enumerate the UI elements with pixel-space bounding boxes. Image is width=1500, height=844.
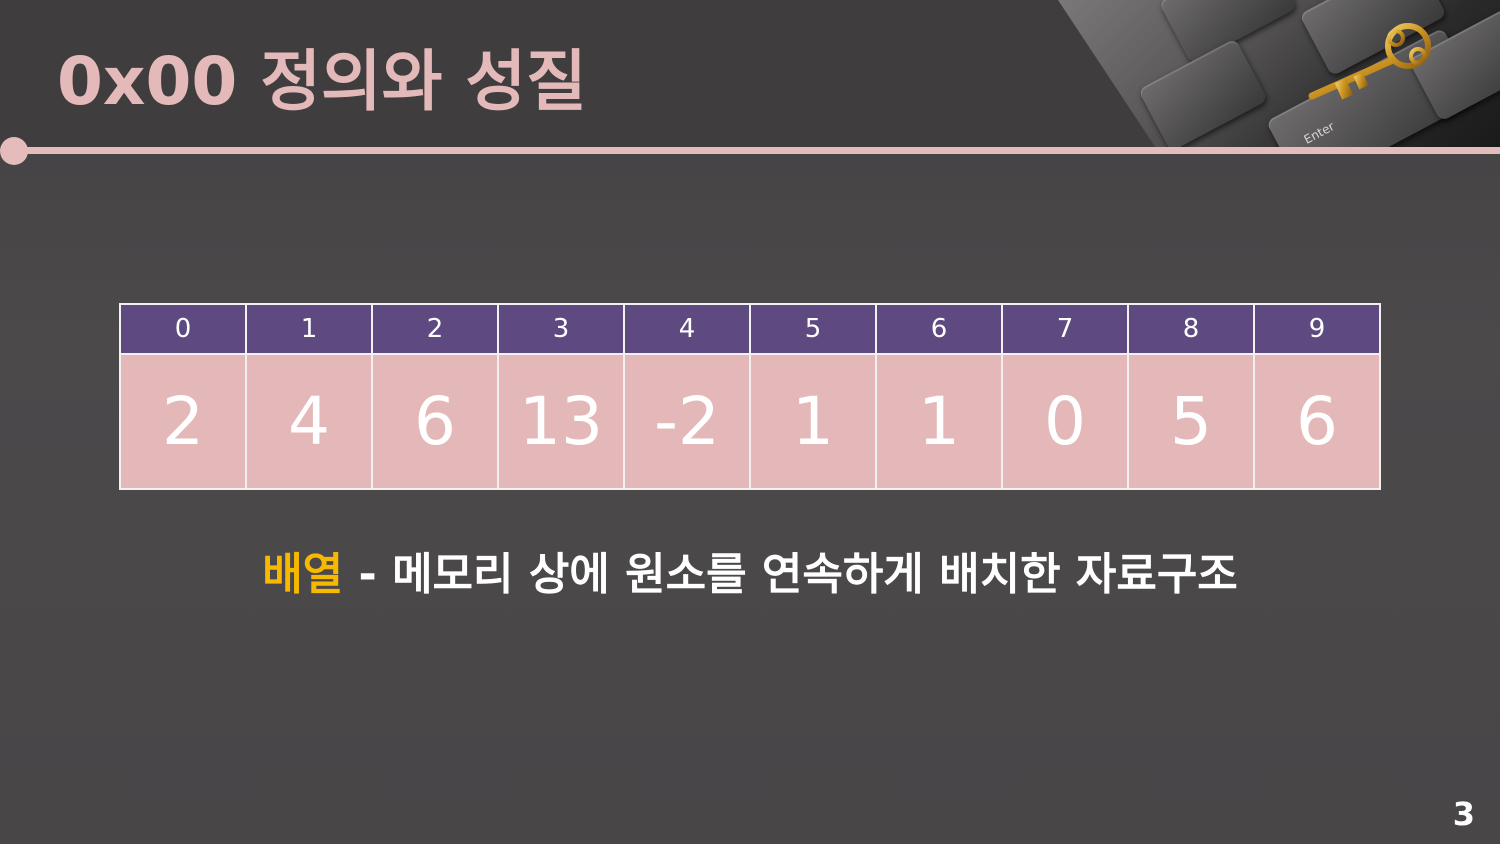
value-cell: 1 xyxy=(875,353,1003,490)
title-rule xyxy=(14,147,1500,154)
definition-caption: 배열 - 메모리 상에 원소를 연속하게 배치한 자료구조 xyxy=(0,538,1500,602)
value-cell: 1 xyxy=(749,353,877,490)
index-cell: 7 xyxy=(1001,303,1129,355)
definition-term: 배열 xyxy=(262,549,344,600)
value-cell: 0 xyxy=(1001,353,1129,490)
page-number: 3 xyxy=(1452,795,1475,833)
index-cell: 0 xyxy=(119,303,247,355)
index-row: 0 1 2 3 4 5 6 7 8 9 xyxy=(119,303,1381,355)
golden-key-icon xyxy=(1308,23,1431,100)
value-cell: 13 xyxy=(497,353,625,490)
keyboard-key xyxy=(1138,38,1268,147)
value-cell: -2 xyxy=(623,353,751,490)
array-table: 0 1 2 3 4 5 6 7 8 9 2 4 6 13 -2 1 1 0 5 … xyxy=(119,303,1381,490)
value-cell: 5 xyxy=(1127,353,1255,490)
value-cell: 6 xyxy=(371,353,499,490)
value-cell: 4 xyxy=(245,353,373,490)
definition-text: - 메모리 상에 원소를 연속하게 배치한 자료구조 xyxy=(343,549,1238,600)
index-cell: 6 xyxy=(875,303,1003,355)
value-cell: 6 xyxy=(1253,353,1381,490)
slide-title: 0x00 정의와 성질 xyxy=(57,43,587,120)
index-cell: 2 xyxy=(371,303,499,355)
index-cell: 4 xyxy=(623,303,751,355)
index-cell: 3 xyxy=(497,303,625,355)
index-cell: 1 xyxy=(245,303,373,355)
index-cell: 9 xyxy=(1253,303,1381,355)
value-cell: 2 xyxy=(119,353,247,490)
index-cell: 5 xyxy=(749,303,877,355)
index-cell: 8 xyxy=(1127,303,1255,355)
value-row: 2 4 6 13 -2 1 1 0 5 6 xyxy=(119,353,1381,490)
